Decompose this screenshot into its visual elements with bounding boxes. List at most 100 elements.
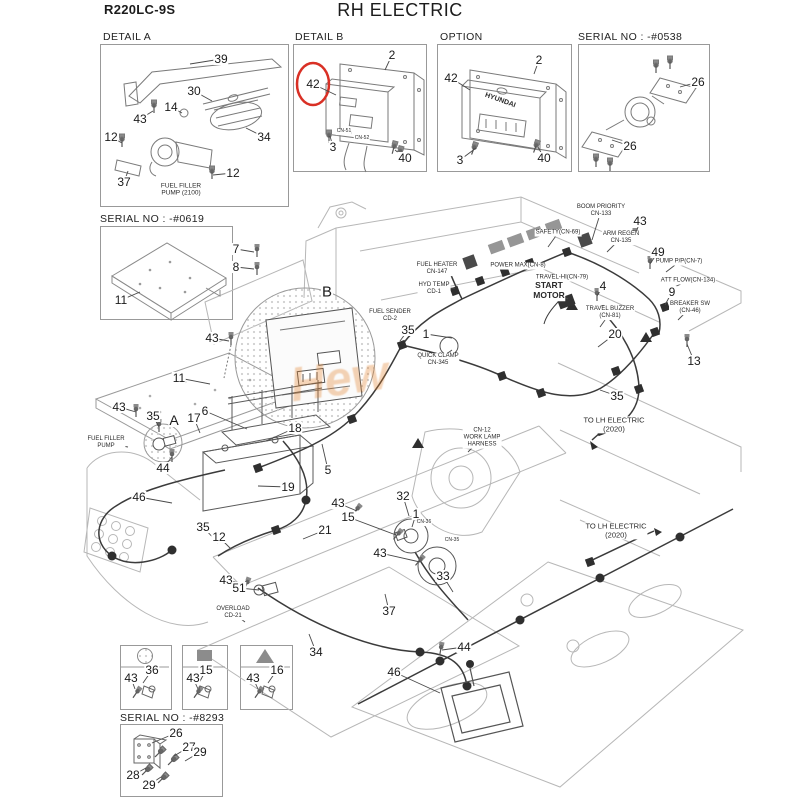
battery-assembly bbox=[201, 380, 332, 512]
leader-line bbox=[162, 456, 173, 469]
callout-9: 9 bbox=[667, 285, 677, 299]
diagram-label: CN-36 bbox=[415, 519, 433, 526]
leader-line bbox=[302, 529, 326, 540]
symbol-circle-box bbox=[120, 645, 172, 710]
model-code: R220LC-9S bbox=[104, 2, 176, 17]
callout-35: 35 bbox=[145, 409, 161, 423]
detail-a-circle bbox=[143, 423, 183, 463]
leader-line bbox=[211, 337, 230, 342]
callout-33: 33 bbox=[435, 569, 451, 583]
leader-line bbox=[599, 389, 618, 397]
callout-37: 37 bbox=[381, 604, 397, 618]
plate-11 bbox=[94, 352, 305, 450]
diagram-label: PUMP P/P(CN-7) bbox=[654, 258, 704, 266]
leader-line bbox=[606, 237, 622, 253]
diagram-label: BREAKER SW(CN-46) bbox=[668, 301, 712, 315]
callout-43: 43 bbox=[632, 214, 648, 228]
callout-1: 1 bbox=[411, 507, 421, 521]
leader-line bbox=[232, 612, 246, 623]
serial-0619-label: SERIAL NO : -#0619 bbox=[100, 213, 205, 225]
diagram-label: SAFETY(CN-69) bbox=[534, 229, 582, 237]
work-lamp bbox=[440, 660, 524, 743]
leader-line bbox=[379, 552, 421, 563]
leader-line bbox=[442, 575, 454, 593]
serial-8293-box bbox=[120, 724, 223, 797]
symbol-square-box bbox=[182, 645, 228, 710]
leader-line bbox=[411, 513, 417, 528]
leader-line bbox=[152, 415, 160, 428]
option-box bbox=[437, 44, 572, 172]
callout-46: 46 bbox=[131, 490, 147, 504]
symbol-triangle-box bbox=[240, 645, 293, 710]
callout-43: 43 bbox=[204, 331, 220, 345]
leader-line bbox=[665, 261, 680, 273]
serial-0619-box bbox=[100, 226, 233, 320]
diagram-label: TRAVEL BUZZER(CN-81) bbox=[584, 306, 636, 320]
callout-43: 43 bbox=[372, 546, 388, 560]
leader-line bbox=[393, 671, 441, 694]
leader-line bbox=[677, 307, 691, 321]
relay-row bbox=[462, 218, 593, 270]
leader-line bbox=[467, 437, 483, 453]
serial-0538-box bbox=[578, 44, 710, 172]
leader-line bbox=[225, 579, 248, 586]
bolt-8 bbox=[253, 261, 261, 276]
leader-line bbox=[238, 587, 260, 591]
leader-line bbox=[235, 266, 255, 270]
callout-11: 11 bbox=[171, 371, 187, 385]
diagram-label: ATT FLOW(CN-134) bbox=[659, 277, 717, 285]
callout-51: 51 bbox=[231, 581, 247, 595]
callout-5: 5 bbox=[323, 463, 333, 477]
leader-line bbox=[384, 593, 390, 612]
callout-13: 13 bbox=[686, 354, 702, 368]
callout-19: 19 bbox=[280, 480, 296, 494]
leader-line bbox=[436, 268, 457, 273]
callout-A: A bbox=[168, 412, 180, 428]
leader-line bbox=[634, 220, 641, 237]
bolt-7 bbox=[253, 243, 261, 258]
detail-b-circle bbox=[223, 287, 376, 429]
option-label: OPTION bbox=[440, 31, 483, 43]
leader-line bbox=[218, 536, 232, 550]
leader-line bbox=[591, 210, 602, 241]
callout-12: 12 bbox=[211, 530, 227, 544]
page-title: RH ELECTRIC bbox=[337, 0, 463, 20]
diagram-label: TO LH ELECTRIC(2020) bbox=[582, 415, 646, 434]
callout-43: 43 bbox=[218, 573, 234, 587]
leader-line bbox=[337, 502, 358, 512]
leader-line bbox=[686, 343, 695, 362]
leader-line bbox=[399, 329, 409, 342]
callout-20: 20 bbox=[607, 327, 623, 341]
leader-line bbox=[425, 333, 453, 339]
callout-4: 4 bbox=[598, 279, 608, 293]
leader-line bbox=[441, 646, 465, 651]
serial-8293-label: SERIAL NO : -#8293 bbox=[120, 712, 225, 724]
leader-line bbox=[193, 417, 201, 434]
detail-b-label: DETAIL B bbox=[295, 31, 344, 43]
leader-line bbox=[671, 280, 689, 289]
callout-15: 15 bbox=[340, 510, 356, 524]
callout-43: 43 bbox=[111, 400, 127, 414]
diagram-label: TRAVEL-HI(CN-79) bbox=[534, 274, 590, 282]
callout-17: 17 bbox=[186, 411, 202, 425]
leader-line bbox=[433, 287, 456, 290]
callout-34: 34 bbox=[308, 645, 324, 659]
callout-43: 43 bbox=[330, 496, 346, 510]
leader-line bbox=[265, 427, 296, 442]
leader-line bbox=[235, 248, 255, 253]
detail-a-label: DETAIL A bbox=[103, 31, 152, 43]
callout-49: 49 bbox=[650, 245, 666, 259]
callout-18: 18 bbox=[287, 421, 303, 435]
leader-line bbox=[138, 496, 173, 504]
callout-46: 46 bbox=[386, 665, 402, 679]
watermark: Hew bbox=[286, 346, 392, 413]
callout-44: 44 bbox=[456, 640, 472, 654]
